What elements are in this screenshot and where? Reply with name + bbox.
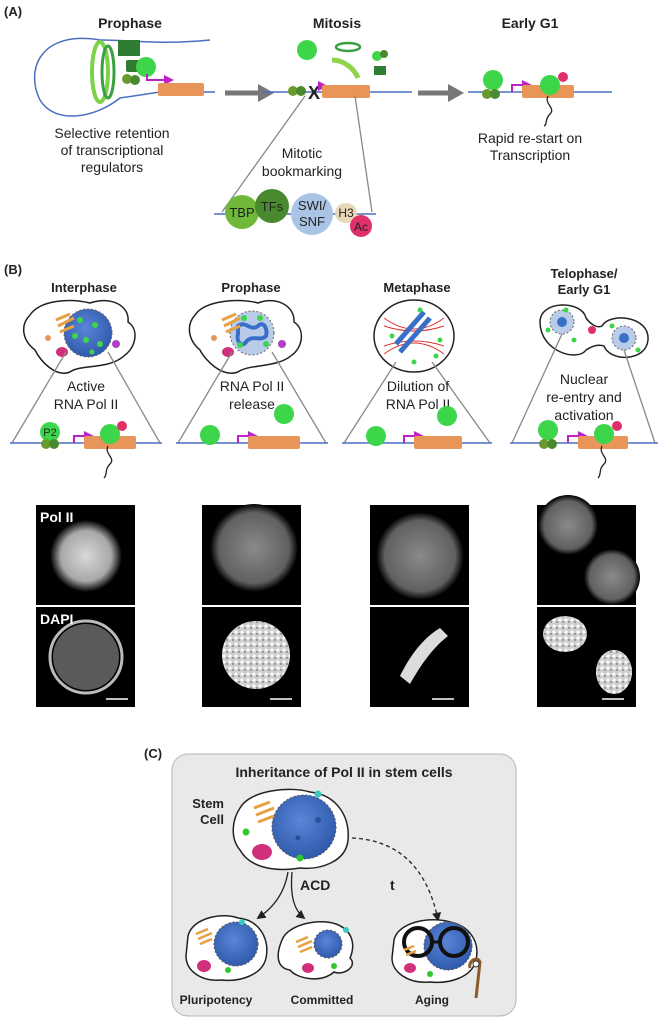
caption-release-2: release	[229, 396, 275, 412]
factor-tfs: TFs	[261, 199, 284, 214]
stem-label-2: Cell	[200, 812, 224, 827]
caption-dilution-1: Dilution of	[387, 378, 449, 394]
gene-box-mitosis	[322, 85, 370, 98]
caption-reentry-2: re-entry and	[546, 389, 621, 405]
row-label-dapi: DAPI	[40, 611, 73, 627]
caption-restart-2: Transcription	[490, 147, 570, 163]
caption-release-1: RNA Pol II	[220, 378, 285, 394]
panel-c: (C) Inheritance of Pol II in stem cells …	[144, 746, 517, 1017]
p2-label: P2	[43, 427, 56, 439]
caption-retention-1: Selective retention	[54, 125, 169, 141]
caption-reentry-1: Nuclear	[560, 371, 609, 387]
caption-active-2: RNA Pol II	[54, 396, 119, 412]
factor-ac: Ac	[354, 220, 368, 234]
panel-b-label: (B)	[4, 262, 22, 277]
caption-retention-3: regulators	[81, 159, 143, 175]
stem-label-1: Stem	[192, 796, 224, 811]
panel-c-label: (C)	[144, 746, 162, 761]
panel-b: (B) Interphase Prophase Metaphase Teloph…	[4, 262, 658, 707]
stage-metaphase: Metaphase	[383, 280, 450, 295]
factor-tbp: TBP	[229, 205, 254, 220]
bookmark-title-1: Mitotic	[282, 145, 322, 161]
interphase-nucleus	[63, 308, 113, 358]
stage-early-g1: Early G1	[558, 282, 611, 297]
label-aging: Aging	[415, 993, 449, 1007]
gene-box-prophase	[158, 83, 204, 96]
stage-prophase-title: Prophase	[98, 15, 162, 31]
panel-a-label: (A)	[4, 4, 22, 19]
block-mark: X	[308, 83, 320, 103]
factor-swi: SWI/	[298, 198, 327, 213]
prophase-dna-loop	[33, 37, 215, 117]
caption-retention-2: of transcriptional	[61, 142, 164, 158]
bookmark-title-2: bookmarking	[262, 163, 342, 179]
panel-a: (A) Prophase Mitosis Early G1 X	[4, 4, 612, 237]
acd-label: ACD	[300, 877, 330, 893]
stage-mitosis-title: Mitosis	[313, 15, 361, 31]
caption-reentry-3: activation	[554, 407, 613, 423]
factor-snf: SNF	[299, 214, 325, 229]
cohesin-ring-outer	[90, 40, 110, 104]
micrographs: Pol II DAPI	[36, 495, 640, 707]
stage-telophase: Telophase/	[551, 266, 618, 281]
caption-active-1: Active	[67, 378, 105, 394]
caption-restart-1: Rapid re-start on	[478, 130, 582, 146]
stage-prophase: Prophase	[221, 280, 280, 295]
aging-arrow	[351, 837, 442, 922]
stem-nucleus	[271, 794, 337, 860]
row-label-pol2: Pol II	[40, 509, 73, 525]
cane-icon	[468, 957, 482, 999]
factor-h3: H3	[338, 206, 354, 220]
bookmark-cone	[221, 95, 373, 213]
t-label: t	[390, 877, 395, 893]
label-committed: Committed	[291, 993, 354, 1007]
acd-arrow-left	[256, 871, 289, 920]
label-pluripotency: Pluripotency	[180, 993, 253, 1007]
stage-early-g1-title: Early G1	[502, 15, 559, 31]
stage-interphase: Interphase	[51, 280, 117, 295]
caption-dilution-2: RNA Pol II	[386, 396, 451, 412]
acd-arrow-right	[290, 871, 306, 920]
bookmark-square-dark	[118, 40, 140, 56]
panel-c-title: Inheritance of Pol II in stem cells	[235, 764, 452, 780]
